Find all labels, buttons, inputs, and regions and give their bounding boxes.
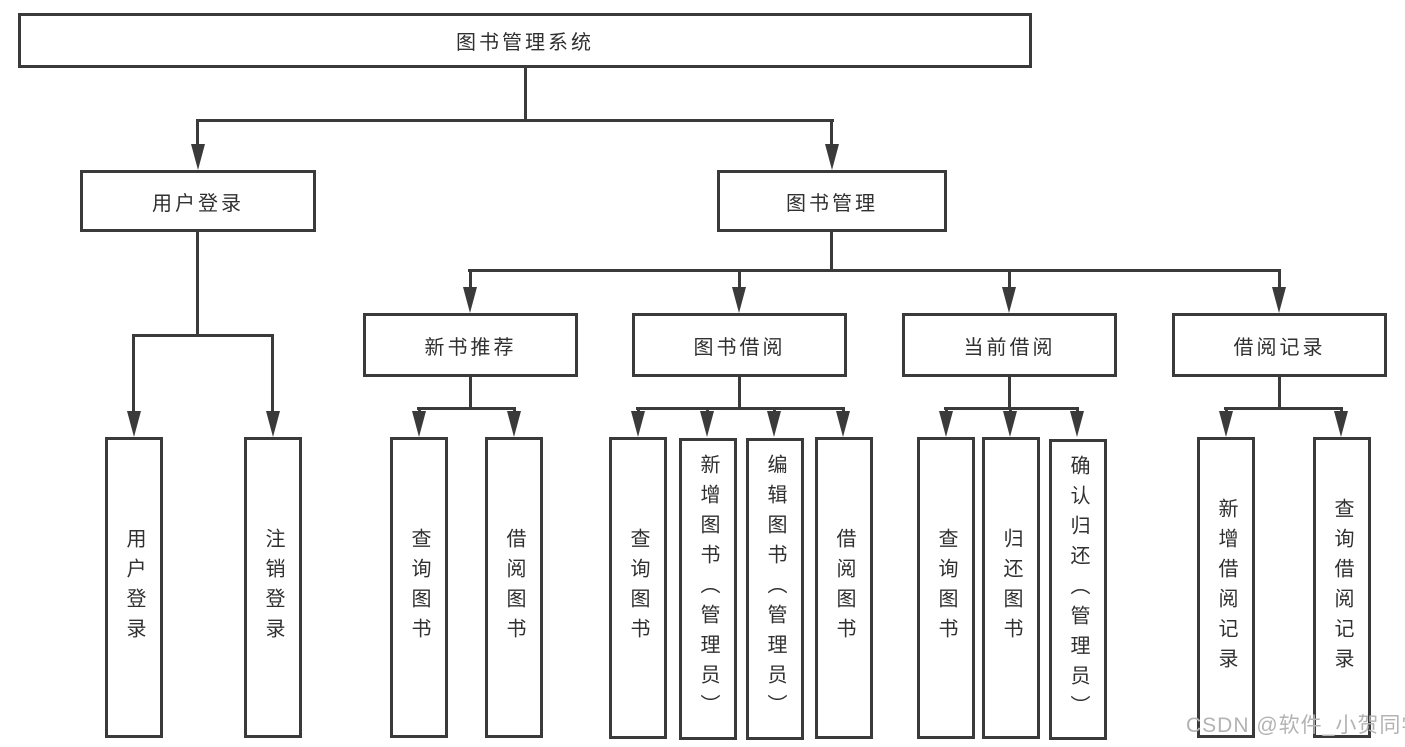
connector-stem-new-book — [469, 269, 472, 291]
node-label: 注销登录 — [262, 527, 284, 648]
connector-group2-rail — [636, 407, 845, 410]
connector-user-login-drop — [196, 230, 199, 336]
node-recommend-query-books: 查询图书 — [390, 437, 448, 738]
node-current-return-books: 归还图书 — [982, 437, 1040, 739]
connector-user-login-rail — [132, 334, 274, 337]
connector-stem-current-borrowing — [1008, 269, 1011, 291]
node-label: 借阅记录 — [1233, 336, 1326, 359]
arrow-down-icon — [1003, 411, 1017, 437]
arrow-down-icon — [939, 411, 953, 437]
connector-stem-user-login — [196, 119, 199, 150]
arrow-down-icon — [507, 411, 521, 437]
node-label: 查询图书 — [935, 528, 957, 648]
connector-group1-drop — [469, 375, 472, 410]
arrow-down-icon — [1002, 287, 1016, 313]
arrow-down-icon — [191, 144, 205, 170]
arrow-down-icon — [1334, 411, 1348, 437]
node-label: 用户登录 — [152, 192, 244, 215]
node-label: 新增借阅记录 — [1215, 497, 1237, 678]
arrow-down-icon — [127, 411, 141, 437]
arrow-down-icon — [1219, 411, 1233, 437]
connector-group3-drop — [1008, 375, 1011, 410]
arrow-down-icon — [825, 144, 839, 170]
node-label: 查询借阅记录 — [1331, 497, 1353, 678]
connector-root-drop — [524, 66, 527, 120]
connector-level3-rail — [468, 269, 1281, 272]
connector-group4-drop — [1278, 375, 1281, 410]
arrow-down-icon — [266, 411, 280, 437]
connector-stem-book-management — [830, 119, 833, 150]
node-label: 图书借阅 — [693, 336, 786, 359]
connector-stem-borrowing-records — [1278, 269, 1281, 291]
node-user-login-leaf: 用户登录 — [105, 437, 163, 738]
node-label: 借阅图书 — [833, 528, 855, 648]
node-label: 当前借阅 — [963, 336, 1056, 359]
node-borrowing-borrow-books: 借阅图书 — [815, 437, 873, 739]
arrow-down-icon — [631, 411, 645, 437]
node-label: 确认归还（管理员） — [1067, 454, 1089, 725]
node-user-login: 用户登录 — [80, 170, 316, 232]
node-logout-leaf: 注销登录 — [244, 437, 302, 738]
connector-group2-drop — [738, 375, 741, 410]
node-library-management-system: 图书管理系统 — [18, 13, 1032, 68]
node-records-query-borrow-record: 查询借阅记录 — [1313, 437, 1371, 738]
node-borrowing-add-books-admin: 新增图书（管理员） — [679, 438, 737, 740]
node-label: 新增图书（管理员） — [697, 454, 719, 724]
arrow-down-icon — [767, 411, 781, 437]
node-label: 用户登录 — [123, 527, 145, 648]
arrow-down-icon — [732, 287, 746, 313]
node-label: 新书推荐 — [424, 336, 517, 359]
node-borrowing-query-books: 查询图书 — [609, 437, 667, 739]
node-recommend-borrow-books: 借阅图书 — [485, 437, 543, 738]
arrow-down-icon — [1070, 411, 1084, 437]
node-label: 归还图书 — [1000, 528, 1022, 648]
connector-group1-rail — [417, 407, 515, 410]
node-label: 借阅图书 — [503, 527, 525, 648]
node-current-confirm-return-admin: 确认归还（管理员） — [1049, 439, 1107, 740]
node-label: 查询图书 — [627, 528, 649, 648]
node-current-borrowing: 当前借阅 — [902, 313, 1117, 377]
connector-book-management-drop — [830, 230, 833, 272]
connector-stem-login-leaf — [132, 334, 135, 413]
watermark: CSDN @软件_小贺同学 — [1186, 714, 1405, 737]
connector-group4-rail — [1224, 407, 1343, 410]
node-label: 查询图书 — [408, 527, 430, 648]
arrow-down-icon — [412, 411, 426, 437]
connector-stem-book-borrowing — [738, 269, 741, 291]
connector-level2-rail — [196, 119, 834, 122]
node-book-management: 图书管理 — [717, 170, 947, 232]
node-records-add-borrow-record: 新增借阅记录 — [1197, 437, 1255, 738]
node-current-query-books: 查询图书 — [917, 437, 975, 739]
connector-stem-logout-leaf — [271, 334, 274, 413]
node-label: 图书管理 — [786, 192, 878, 215]
node-borrowing-records: 借阅记录 — [1172, 313, 1387, 377]
node-label: 图书管理系统 — [456, 32, 594, 54]
arrow-down-icon — [836, 411, 850, 437]
node-label: 编辑图书（管理员） — [764, 454, 786, 724]
node-new-book-recommendation: 新书推荐 — [363, 313, 578, 377]
node-book-borrowing: 图书借阅 — [632, 313, 847, 377]
arrow-down-icon — [700, 411, 714, 437]
arrow-down-icon — [463, 287, 477, 313]
node-borrowing-edit-books-admin: 编辑图书（管理员） — [746, 438, 804, 740]
arrow-down-icon — [1272, 287, 1286, 313]
